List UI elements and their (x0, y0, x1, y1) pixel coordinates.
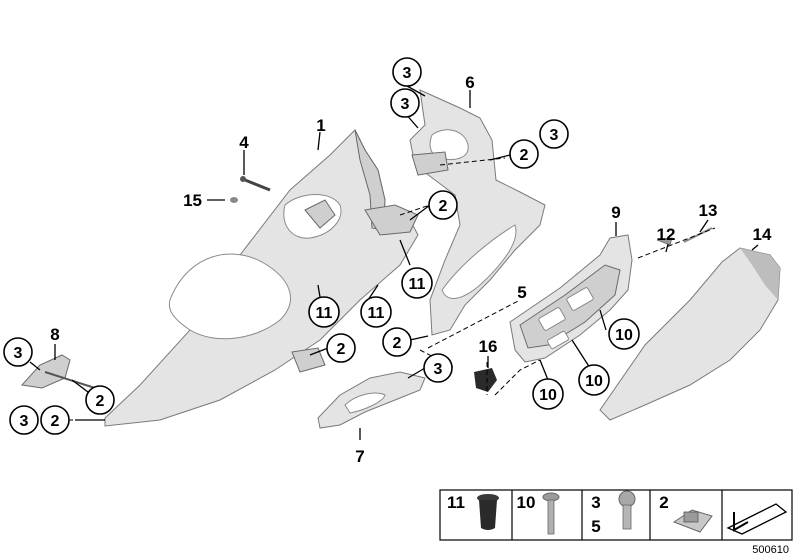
legend-label-2: 2 (659, 493, 668, 512)
svg-text:11: 11 (409, 276, 426, 293)
callout-12: 12 (657, 225, 676, 244)
circled-10-right: 10 (608, 318, 640, 350)
part-15-clip (230, 197, 238, 203)
svg-text:3: 3 (434, 361, 443, 378)
circled-10-mid: 10 (578, 364, 610, 396)
clip-nut-icon (672, 509, 713, 533)
callout-9: 9 (611, 203, 620, 222)
circled-3-upper: 3 (390, 88, 420, 118)
circled-10-left: 10 (532, 378, 564, 410)
svg-text:2: 2 (96, 393, 105, 410)
svg-text:2: 2 (337, 341, 346, 358)
part-12-screw (656, 237, 673, 246)
part-4-screw (240, 176, 271, 192)
mat-symbol-icon (726, 503, 788, 535)
grommet-icon (477, 494, 499, 530)
svg-text:2: 2 (393, 335, 402, 352)
svg-text:3: 3 (20, 413, 29, 430)
callout-8: 8 (50, 325, 59, 344)
svg-text:3: 3 (550, 127, 559, 144)
svg-text:11: 11 (368, 305, 385, 322)
diagram-number: 500610 (752, 544, 789, 556)
callout-13: 13 (699, 201, 718, 220)
svg-text:3: 3 (403, 65, 412, 82)
part-6-upper-frame (409, 89, 546, 336)
legend-label-3: 3 (591, 493, 600, 512)
leader-lines (29, 85, 759, 440)
circled-3-right-top: 3 (539, 119, 569, 149)
circled-2-center: 2 (382, 327, 412, 357)
callout-14: 14 (753, 225, 772, 244)
callout-1: 1 (316, 116, 325, 135)
callout-16: 16 (479, 337, 498, 356)
callout-5: 5 (517, 283, 526, 302)
part-7-lower-bracket (317, 371, 426, 429)
svg-text:3: 3 (14, 345, 23, 362)
circled-11-right: 11 (401, 267, 433, 299)
svg-text:10: 10 (539, 387, 557, 404)
circled-11-mid: 11 (360, 296, 392, 328)
callout-6: 6 (465, 73, 474, 92)
part-9-inner-plate (509, 234, 633, 363)
circled-3-left: 3 (3, 337, 33, 367)
part-16-nut (474, 368, 497, 392)
circled-2-left: 2 (85, 385, 115, 415)
circled-2-lower: 2 (326, 333, 356, 363)
circled-3-bottom-left: 3 (9, 405, 39, 435)
circled-2-right-top: 2 (509, 139, 539, 169)
svg-text:2: 2 (439, 198, 448, 215)
callout-4: 4 (239, 133, 249, 152)
circled-3-lower: 3 (423, 353, 453, 383)
svg-text:11: 11 (316, 305, 333, 322)
callouts-plain: 1 4 15 6 5 8 7 16 9 12 13 14 (50, 73, 772, 466)
svg-text:2: 2 (51, 413, 60, 430)
part-8-small-bracket (21, 354, 96, 389)
screw-icon (542, 492, 560, 535)
part-1-side-panel (104, 129, 419, 427)
legend-label-11: 11 (447, 493, 465, 512)
svg-text:10: 10 (585, 373, 603, 390)
part-14-outer-cover (599, 247, 781, 421)
legend-label-10: 10 (517, 493, 536, 512)
circled-11-left: 11 (308, 296, 340, 328)
svg-text:3: 3 (401, 96, 410, 113)
legend: 11 10 3 5 2 (439, 489, 793, 541)
callout-15: 15 (183, 191, 202, 210)
svg-text:2: 2 (520, 147, 529, 164)
torx-screw-icon (618, 490, 636, 530)
callouts-circled: 3 3 2 3 2 11 11 11 (3, 57, 640, 435)
circled-2-mid: 2 (428, 190, 458, 220)
circled-3-top: 3 (392, 57, 422, 87)
callout-7: 7 (355, 447, 364, 466)
legend-label-5: 5 (591, 517, 600, 536)
circled-2-bottom-left: 2 (40, 405, 70, 435)
svg-text:10: 10 (615, 327, 633, 344)
